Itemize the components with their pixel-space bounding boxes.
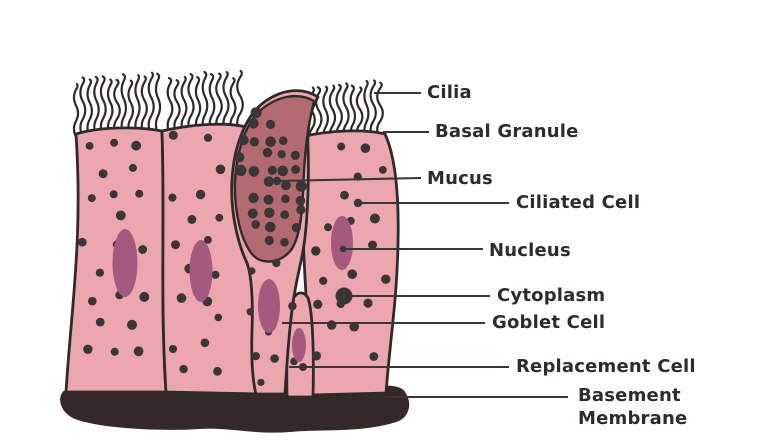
label-mucus: Mucus	[427, 168, 493, 189]
nucleus-anchor-dot	[339, 245, 347, 253]
cytoplasm-stipple-middle	[168, 130, 226, 376]
label-nucleus: Nucleus	[489, 240, 571, 261]
mucus-leader-line	[276, 176, 422, 183]
label-basement-membrane: Basement Membrane	[578, 385, 688, 429]
label-basal-granule: Basal Granule	[435, 121, 579, 142]
nucleus-left-cell	[112, 229, 138, 297]
nucleus-middle-cell	[189, 240, 213, 302]
ciliated-cell-anchor-dot	[353, 198, 363, 208]
nucleus-replacement-cell	[292, 328, 306, 362]
mucus-anchor-dot	[272, 176, 282, 186]
leader-lines	[272, 91, 568, 399]
nucleus-goblet-cell	[258, 279, 280, 333]
nucleus-right-cell	[331, 216, 353, 270]
label-cilia: Cilia	[427, 82, 472, 103]
label-goblet-cell: Goblet Cell	[492, 312, 606, 333]
label-ciliated-cell: Ciliated Cell	[516, 192, 641, 213]
mucus-granule-dots	[234, 107, 307, 247]
label-cytoplasm: Cytoplasm	[497, 285, 606, 306]
cytoplasm-stipple-left	[78, 138, 150, 357]
label-replacement-cell: Replacement Cell	[516, 356, 696, 377]
replacement-cell-anchor-dot	[299, 363, 307, 371]
